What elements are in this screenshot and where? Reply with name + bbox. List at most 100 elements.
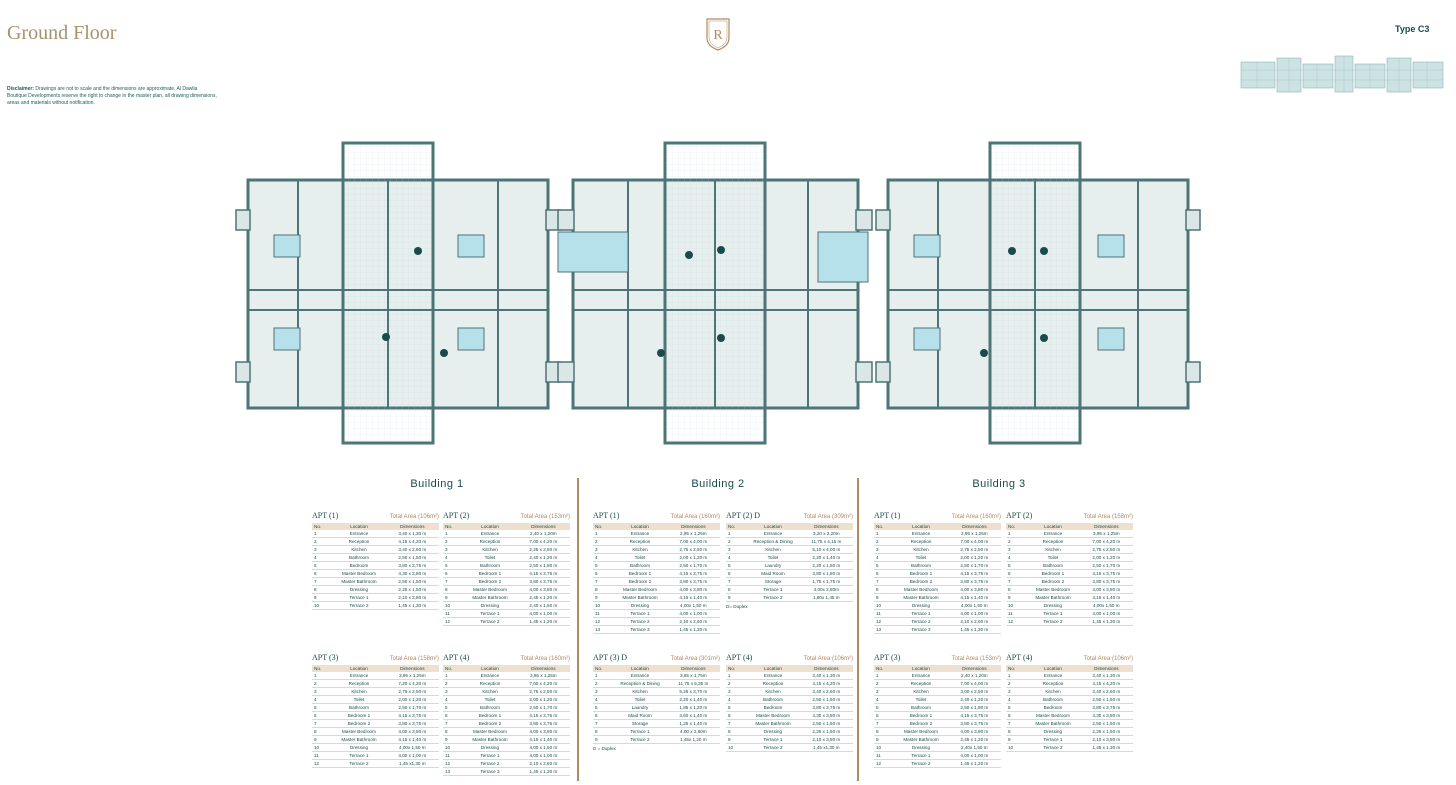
room-location: Toilet: [894, 553, 948, 562]
room-dimensions: 2,25 x 1,50 m: [799, 727, 853, 736]
table-row: 3 Kitchen 3,00 x 2,50 m: [874, 687, 1001, 696]
building-3-title: Building 3: [972, 478, 1026, 490]
room-dimensions: 4,15 x 1,40 m: [666, 593, 720, 602]
header-dimensions: Dimensions: [1079, 523, 1133, 530]
room-number: 11: [874, 609, 895, 618]
room-dimensions: 2,10 x 2,60 m: [947, 617, 1001, 626]
table-row: 11 Terrace 1 4,00 x 1,00 m: [874, 609, 1001, 618]
table-row: 7 Master Bathroom 2,50 x 1,50 m: [1006, 719, 1133, 728]
room-dimensions: 2,45 x 1,20 m: [947, 735, 1001, 744]
table-row: 10 Dressing 4,00x 1,50 m: [1006, 601, 1133, 610]
room-dimensions: 3,80 x 3,75 m: [947, 719, 1001, 728]
room-dimensions: 4,15 x 1,40 m: [516, 735, 570, 744]
apt-total-area: Total Area (153m²): [521, 514, 570, 520]
header-location: Location: [613, 665, 667, 672]
room-location: Kitchen: [1026, 545, 1080, 554]
table-row: 6 Bedroom 1 4,15 x 3,75 m: [874, 569, 1001, 578]
room-location: Terrace 1: [746, 735, 800, 744]
table-row: 5 Bathroom 2,50 x 1,70 m: [443, 703, 570, 712]
apt-table-block: APT (3) D Total Area (301m²) No. Locatio…: [593, 653, 720, 751]
room-location: Reception: [463, 679, 517, 688]
apt-table-block: APT (4) Total Area (106m²) No. Location …: [726, 653, 853, 752]
room-number: 1: [874, 672, 895, 680]
apt-area-value: (160m²): [979, 514, 1001, 520]
room-location: Terrace 1: [463, 751, 517, 760]
room-number: 6: [1006, 711, 1027, 720]
room-number: 2: [593, 537, 614, 546]
room-dimensions: 4,15 x 3,75 m: [666, 569, 720, 578]
room-number: 11: [312, 751, 333, 760]
apt-room-table: No. Location Dimensions 1 Entrance 2,40 …: [443, 523, 570, 626]
table-row: 9 Master Bathroom 4,15 x 1,40 m: [593, 593, 720, 602]
room-number: 5: [443, 703, 464, 712]
room-dimensions: 2,50 x 1,50 m: [799, 719, 853, 728]
table-row: 3 Kitchen 3,40 x 2,60 m: [726, 687, 853, 696]
room-dimensions: 2,75 x 2,50 m: [666, 545, 720, 554]
table-row: 6 Maid Room 3,80 x 1,80 m: [726, 569, 853, 578]
table-row: 2 Reception & Dining 11,75 x 4,15 m: [726, 537, 853, 546]
room-number: 4: [726, 553, 747, 562]
table-row: 4 Bathroom 2,50 x 1,50 m: [726, 695, 853, 704]
table-row: 9 Terrace 2 1,80x 1,45 m: [726, 593, 853, 602]
room-dimensions: 4,15 x 1,40 m: [385, 735, 439, 744]
apt-total-area: Total Area (106m²): [804, 656, 853, 662]
table-row: 3 Kitchen 5,25 x 3,70 m: [593, 687, 720, 696]
table-row: 6 Bedroom 1 4,15 x 3,75 m: [1006, 569, 1133, 578]
room-dimensions: 7,00 x 4,00 m: [666, 537, 720, 546]
room-location: Bedroom 2: [894, 719, 948, 728]
table-row: 7 Bedroom 2 3,80 x 3,75 m: [443, 719, 570, 728]
apt-header: APT (2) Total Area (153m²): [443, 511, 570, 522]
room-dimensions: 4,00 x 2,80m: [666, 727, 720, 736]
key-plan-thumbnail: [1240, 55, 1444, 93]
table-row: 9 Master Bathroom 2,45 x 1,20 m: [874, 735, 1001, 744]
room-number: 7: [726, 577, 747, 586]
apt-area-value: (153m²): [979, 656, 1001, 662]
room-number: 3: [593, 687, 614, 696]
room-location: Master Bathroom: [894, 593, 948, 602]
room-dimensions: 5,25 x 3,70 m: [666, 687, 720, 696]
room-dimensions: 4,00 x 1,00 m: [516, 609, 570, 618]
room-number: 10: [1006, 601, 1027, 610]
room-number: 3: [874, 545, 895, 554]
room-dimensions: 2,40 x 1,20 m: [516, 553, 570, 562]
header-dimensions: Dimensions: [666, 665, 720, 672]
room-number: 6: [874, 711, 895, 720]
room-dimensions: 2,50 x 1,50 m: [1079, 719, 1133, 728]
table-row: 8 Master Bedroom 4,00 x 3,80 m: [1006, 585, 1133, 594]
apt-room-table: No. Location Dimensions 1 Entrance 3,65 …: [593, 665, 720, 744]
room-dimensions: 2,50 x 1,50 m: [1079, 695, 1133, 704]
apt-name: APT (1): [593, 511, 620, 520]
table-row: 10 Terrace 2 1,45 x1,30 m: [726, 743, 853, 752]
apt-total-area: Total Area (160m²): [521, 656, 570, 662]
table-row: 12 Terrace 2 1,45 x 1,20 m: [443, 617, 570, 626]
header-no: No.: [312, 523, 333, 530]
table-row: 2 Reception 7,00 x 4,20 m: [443, 537, 570, 546]
room-dimensions: 3,40 x 2,60 m: [799, 687, 853, 696]
room-number: 4: [312, 695, 333, 704]
room-location: Bedroom 1: [332, 711, 386, 720]
room-number: 5: [874, 703, 895, 712]
room-number: 9: [312, 593, 333, 602]
room-location: Bathroom: [1026, 561, 1080, 570]
building-3-plan: [875, 141, 1201, 445]
table-row: 7 Bedroom 2 3,80 x 3,75 m: [312, 719, 439, 728]
table-row: 4 Toilet 2,20 x 1,40 m: [726, 553, 853, 562]
room-location: Dressing: [332, 585, 386, 594]
table-row: 3 Kitchen 5,10 x 4,00 m: [726, 545, 853, 554]
building-divider: [857, 478, 859, 781]
table-header-row: No. Location Dimensions: [1006, 523, 1133, 530]
header-location: Location: [894, 523, 948, 530]
room-number: 2: [593, 679, 614, 688]
table-row: 11 Terrace 1 4,00 x 1,00 m: [1006, 609, 1133, 618]
table-row: 10 Dressing 2,40 x 1,50 m: [443, 601, 570, 610]
room-dimensions: 3,65 x 1,75m: [666, 672, 720, 680]
header-no: No.: [874, 665, 895, 672]
room-location: Bedroom 1: [894, 711, 948, 720]
room-dimensions: 3,80 x 3,75 m: [516, 577, 570, 586]
room-number: 3: [726, 687, 747, 696]
room-location: Terrace 3: [463, 767, 517, 776]
header-location: Location: [746, 665, 800, 672]
room-number: 12: [874, 759, 895, 768]
room-dimensions: 4,30 x 3,80 m: [385, 569, 439, 578]
room-number: 9: [443, 593, 464, 602]
